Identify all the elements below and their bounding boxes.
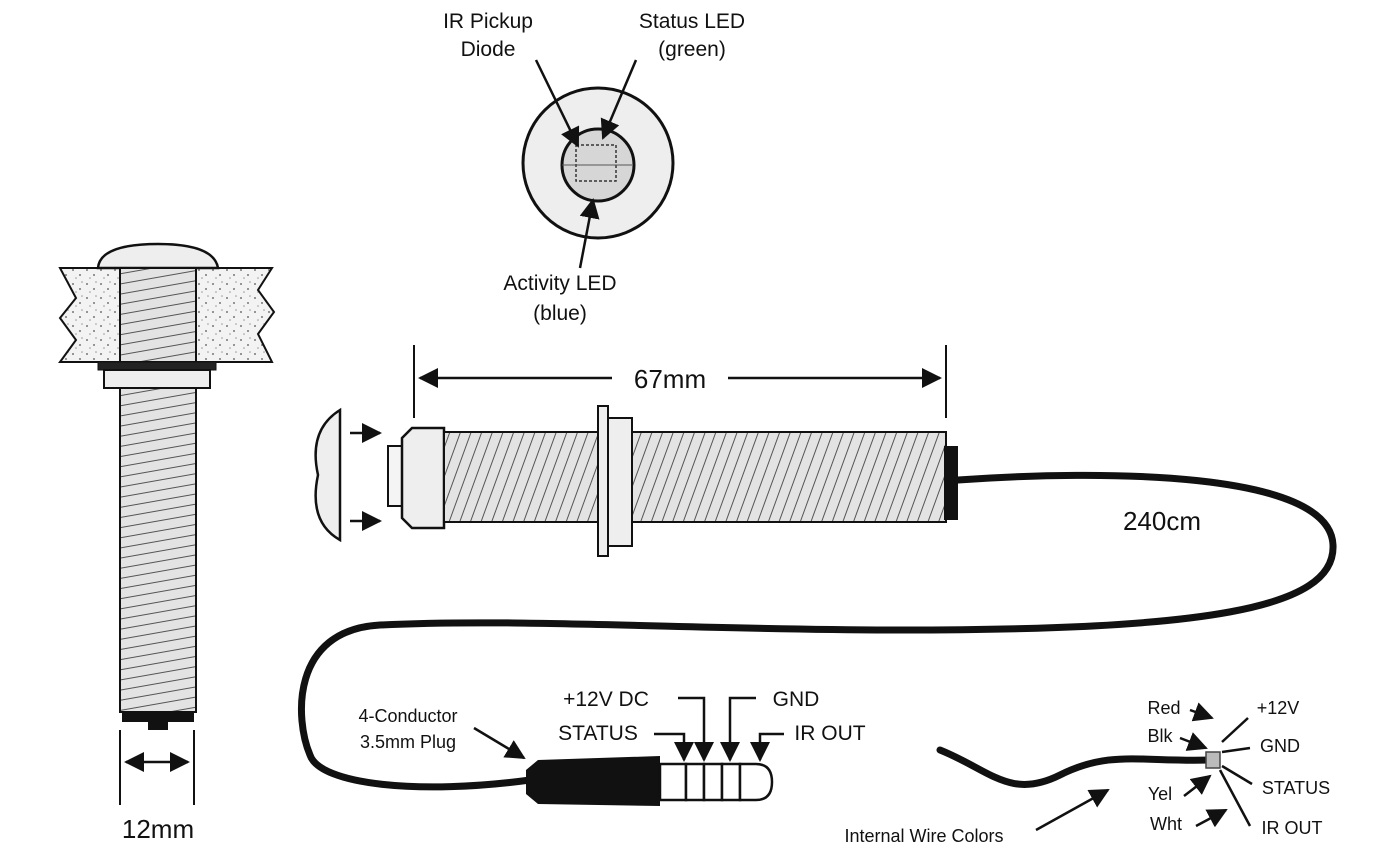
receiver-cap [314, 407, 342, 543]
activity-led-label-1: Activity LED [503, 272, 616, 295]
pin-status-label: STATUS [558, 722, 638, 745]
mount-washer [97, 361, 217, 371]
mount-cap [96, 242, 220, 270]
wire-colors: Red Blk Yel Wht +12V GND STATUS IR OUT I… [844, 698, 1330, 846]
signal-irout-label: IR OUT [1262, 818, 1323, 838]
receiver-thread-right [631, 431, 947, 523]
mount-thread-top [119, 267, 197, 363]
plug-ring-2 [702, 762, 724, 802]
signal-status-label: STATUS [1262, 778, 1330, 798]
plug-sleeve [658, 762, 688, 802]
pin-irout-leader [750, 732, 784, 762]
status-led-label-1: Status LED [639, 10, 745, 33]
mount-thread-body [119, 387, 197, 713]
wall-right [195, 267, 276, 363]
mount-tail [148, 722, 168, 730]
mount-end [122, 712, 194, 722]
pin-12v-leader [678, 696, 714, 762]
plug-ring-3 [720, 762, 742, 802]
wire-blk-label: Blk [1147, 726, 1173, 746]
signal-12v-label: +12V [1257, 698, 1300, 718]
receiver-washer [597, 405, 609, 557]
receiver-nut [607, 417, 633, 547]
signal-gnd-label: GND [1260, 736, 1300, 756]
ir-pickup-arrow [534, 59, 580, 148]
cable-path [297, 471, 1337, 791]
front-view: IR Pickup Diode Status LED (green) Activ… [443, 10, 745, 325]
cable-length-label: 240cm [1123, 506, 1201, 536]
pin-12v-label: +12V DC [563, 688, 649, 711]
ir-pickup-label-1: IR Pickup [443, 10, 533, 33]
length-label: 67mm [634, 364, 706, 394]
plug-type-arrow [473, 726, 526, 760]
wire-red-label: Red [1147, 698, 1180, 718]
wire-cable [936, 746, 1214, 788]
plug-ring-1 [684, 762, 706, 802]
plug-tip [738, 762, 774, 802]
ir-pickup-label-2: Diode [461, 38, 516, 61]
plug: 4-Conductor 3.5mm Plug +12V DC STATUS GN… [358, 688, 866, 806]
diameter-label: 12mm [122, 814, 194, 844]
receiver-thread-left [443, 431, 599, 523]
status-led-label-2: (green) [658, 38, 726, 61]
receiver-end [944, 446, 958, 520]
mount-nut [103, 369, 211, 389]
cable: 240cm [297, 471, 1337, 791]
pin-gnd-leader [720, 696, 756, 762]
pin-gnd-label: GND [773, 688, 820, 711]
front-diode [575, 144, 617, 182]
wall-left [58, 267, 121, 363]
wire-colors-caption: Internal Wire Colors [844, 826, 1003, 846]
pin-irout-label: IR OUT [794, 722, 865, 745]
plug-type-label-2: 3.5mm Plug [360, 732, 456, 752]
mounting-view: 12mm [58, 242, 276, 844]
status-led-arrow [600, 59, 638, 140]
activity-led-arrow [578, 198, 600, 269]
wire-yel-label: Yel [1148, 784, 1172, 804]
plug-boot [526, 756, 660, 806]
plug-type-label-1: 4-Conductor [358, 706, 457, 726]
activity-led-label-2: (blue) [533, 302, 587, 325]
pin-status-leader [654, 732, 694, 762]
wire-wht-label: Wht [1150, 814, 1182, 834]
receiver-body: 67mm [314, 345, 958, 557]
wire-colors-arrow [1035, 788, 1110, 832]
